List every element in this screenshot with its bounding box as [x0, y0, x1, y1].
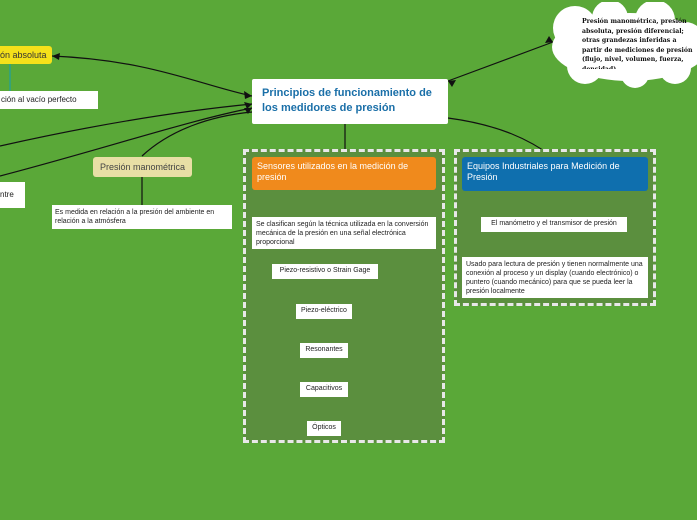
link-left-low-central	[0, 107, 253, 177]
gauge-pressure-note-text: Es medida en relación a la presión del a…	[55, 209, 215, 225]
arrowhead-central-c	[244, 108, 252, 114]
cloud-note-text: Presión manométrica, presión absoluta, p…	[582, 18, 693, 69]
central-topic[interactable]: Principios de funcionamiento de los medi…	[252, 79, 448, 124]
arrowhead-central-b	[244, 102, 252, 109]
vacuum-note[interactable]: ción al vacío perfecto	[0, 91, 98, 109]
sensor-item-piezoresistive[interactable]: Piezo-resistivo o Strain Gage	[272, 264, 378, 279]
vacuum-note-text: ción al vacío perfecto	[1, 95, 77, 104]
sensor-item-label: Capacitivos	[305, 385, 343, 392]
link-absolute-central	[51, 55, 253, 97]
equipment-topic[interactable]: Equipos Industriales para Medición de Pr…	[462, 157, 648, 191]
equipment-description[interactable]: Usado para lectura de presión y tienen n…	[462, 257, 648, 298]
entre-note-text: ntre	[0, 190, 14, 199]
sensor-item-optical[interactable]: Ópticos	[307, 421, 341, 436]
central-topic-title: Principios de funcionamiento de los medi…	[262, 87, 432, 114]
arrowhead-central-d	[448, 80, 456, 87]
equipment-topic-title: Equipos Industriales para Medición de Pr…	[467, 161, 620, 182]
sensors-group	[243, 149, 445, 443]
equipment-item-label: El manómetro y el transmisor de presión	[491, 220, 617, 227]
arrowhead-central-a	[244, 91, 252, 99]
absolute-pressure-topic[interactable]: ón absoluta	[0, 46, 52, 64]
sensor-item-resonant[interactable]: Resonantes	[300, 343, 348, 358]
sensors-description-text: Se clasifican según la técnica utilizada…	[256, 221, 429, 246]
sensor-item-label: Piezo-resistivo o Strain Gage	[279, 267, 371, 274]
sensors-topic[interactable]: Sensores utilizados en la medición de pr…	[252, 157, 436, 190]
sensor-item-piezoelectric[interactable]: Piezo-eléctrico	[296, 304, 352, 319]
sensor-item-label: Resonantes	[305, 346, 343, 353]
arrowhead-cloud	[545, 36, 553, 43]
link-gauge-central	[141, 111, 253, 157]
sensor-item-label: Piezo-eléctrico	[301, 307, 347, 314]
gauge-pressure-note[interactable]: Es medida en relación a la presión del a…	[52, 205, 232, 229]
gauge-pressure-label: Presión manométrica	[99, 162, 186, 172]
cloud-note[interactable]: Presión manométrica, presión absoluta, p…	[582, 17, 697, 69]
arrow-heads	[52, 36, 553, 114]
sensor-item-capacitive[interactable]: Capacitivos	[300, 382, 348, 397]
gauge-pressure-topic[interactable]: Presión manométrica	[93, 157, 192, 177]
link-central-cloud	[447, 41, 554, 82]
equipment-description-text: Usado para lectura de presión y tienen n…	[466, 261, 643, 295]
link-left-central	[0, 103, 253, 147]
entre-note[interactable]: ntre	[0, 182, 25, 208]
equipment-item[interactable]: El manómetro y el transmisor de presión	[481, 217, 627, 232]
sensor-item-label: Ópticos	[312, 424, 336, 431]
absolute-pressure-label: ón absoluta	[0, 50, 47, 60]
sensors-topic-title: Sensores utilizados en la medición de pr…	[257, 161, 409, 182]
sensors-description[interactable]: Se clasifican según la técnica utilizada…	[252, 217, 436, 249]
cloud-shape	[552, 2, 697, 88]
arrowhead-absolute	[52, 53, 60, 60]
